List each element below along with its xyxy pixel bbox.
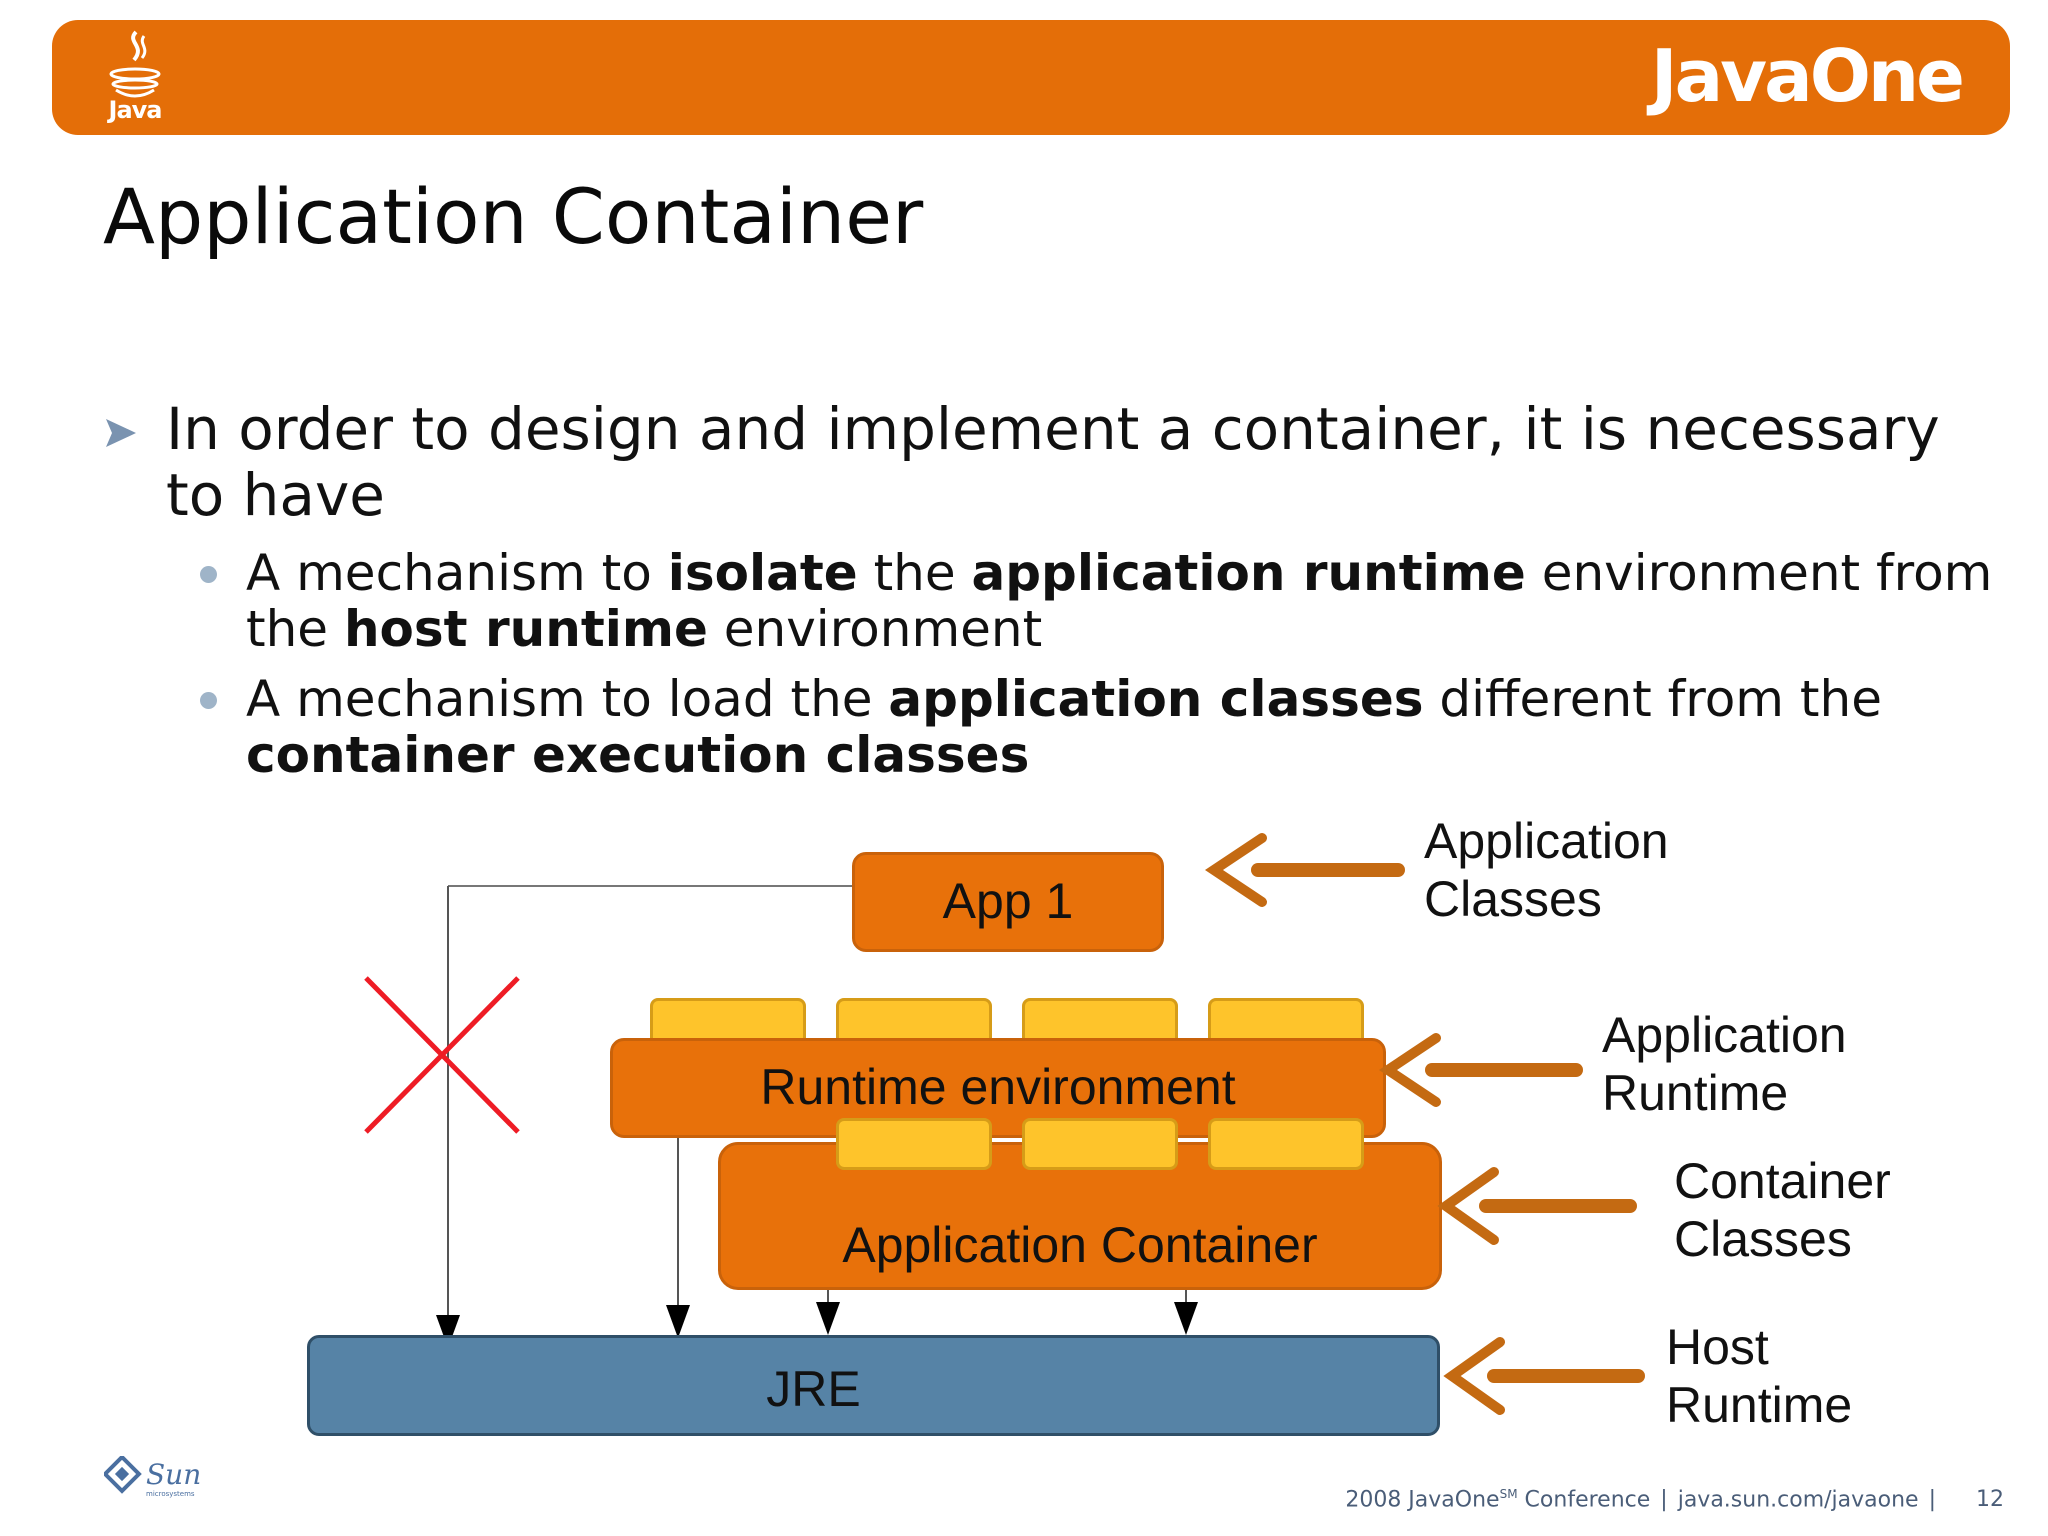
label-host-runtime: Host Runtime [1666,1318,1852,1434]
header-band [52,20,2010,135]
left-arrow-icon [1204,833,1405,907]
label-line: Application [1424,813,1669,869]
sun-logo-sub: microsystems [146,1490,195,1498]
arrowhead-icon [436,1315,460,1348]
bullet-chevron-icon [106,419,136,447]
app1-box [852,852,1164,952]
container-tab [836,1118,992,1170]
label-application-classes: Application Classes [1424,812,1669,928]
container-tab [1022,1118,1178,1170]
arrowhead-icon [816,1302,840,1335]
label-line: Runtime [1602,1065,1789,1121]
bullet-text: A mechanism to [246,544,668,602]
footer-conference: Conference [1517,1487,1651,1513]
sub-bullet-dot [200,692,217,709]
arrowhead-icon [1174,1302,1198,1335]
sub-bullet-1: A mechanism to isolate the application r… [246,545,1996,657]
emphasis-text: application runtime [971,544,1526,602]
footer-year: 2008 JavaOne [1345,1487,1500,1513]
label-line: Host [1666,1319,1769,1375]
bullet-text: environment from the [246,544,1993,658]
label-line: Classes [1424,871,1602,927]
emphasis-text: host runtime [343,600,708,658]
javaone-logo: JavaOne [1650,34,1965,118]
emphasis-text: application classes [888,670,1424,728]
bullet-text: different from the [1423,670,1882,728]
sun-logo-text: Sun [146,1458,201,1491]
footer: 2008 JavaOneSM Conference|java.sun.com/j… [1345,1487,2004,1513]
label-line: Application [1602,1007,1847,1063]
jre-label: JRE [766,1361,861,1417]
footer-sm: SM [1499,1487,1518,1501]
blocked-cross-icon [364,976,520,1134]
runtime-environment-label: Runtime environment [760,1059,1236,1115]
sun-logo-icon: Sun microsystems [104,1456,201,1498]
footer-url[interactable]: java.sun.com/javaone [1677,1487,1919,1513]
bullet-text: the [857,544,972,602]
jre-box [307,1335,1440,1436]
java-logo-text: Java [108,96,163,124]
emphasis-text: container execution classes [246,726,1030,784]
sub-bullet-2: A mechanism to load the application clas… [246,671,1996,783]
left-arrow-icon [1378,1033,1583,1107]
bullet-text: environment [707,600,1043,658]
left-arrow-icon [1437,1167,1637,1245]
bullet-text: A mechanism to load the [246,670,889,728]
page-number: 12 [1976,1487,2004,1513]
container-tab [1208,1118,1364,1170]
slide-title: Application Container [103,172,924,261]
left-arrow-icon [1443,1337,1645,1415]
label-line: Classes [1674,1211,1852,1267]
sub-bullet-dot [200,566,217,583]
application-container-label: Application Container [842,1217,1318,1273]
java-cup-icon [109,30,161,98]
label-application-runtime: Application Runtime [1602,1006,1847,1122]
emphasis-text: isolate [667,544,858,602]
main-bullet-text: In order to design and implement a conta… [166,395,1940,529]
label-line: Runtime [1666,1377,1853,1433]
label-line: Container [1674,1153,1891,1209]
label-container-classes: Container Classes [1674,1152,1891,1268]
arrowhead-icon [666,1305,690,1338]
app1-label: App 1 [942,873,1074,929]
